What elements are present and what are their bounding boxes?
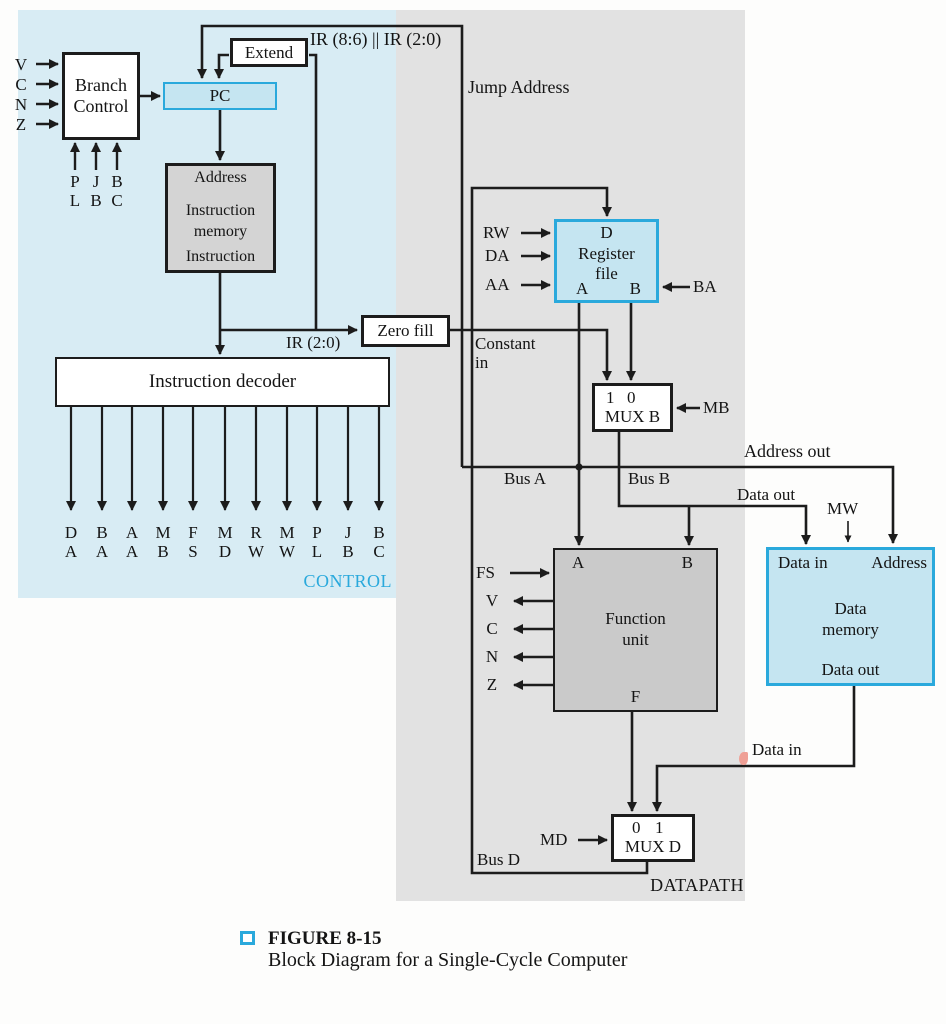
mux-b-block: 1 0 MUX B	[592, 383, 673, 432]
fu-b-port: B	[681, 553, 693, 572]
regfile-b-port: B	[629, 279, 641, 298]
regfile-d-port: D	[600, 223, 613, 242]
mb-label: MB	[703, 398, 730, 417]
data-memory-block: Data in Address Data memory Data out	[766, 547, 935, 686]
imem-name: Instruction memory	[185, 202, 256, 240]
decoder-out-aa: A A	[125, 523, 139, 561]
jb-label: J B	[90, 172, 102, 210]
c-flag-label: C	[486, 619, 498, 638]
mux-d-name: MUX D	[624, 837, 682, 856]
imem-instruction-port: Instruction	[185, 248, 256, 265]
bus-d-label: Bus D	[477, 850, 520, 869]
decoder-out-pl: P L	[311, 523, 323, 561]
imem-address-port: Address	[194, 169, 247, 186]
rw-label: RW	[483, 223, 510, 242]
decoder-out-jb: J B	[342, 523, 354, 561]
dmem-name: Data memory	[822, 599, 879, 639]
mux-d-input-1: 1	[655, 818, 664, 837]
caption-title: Block Diagram for a Single-Cycle Compute…	[268, 949, 628, 971]
z-input-label: Z	[15, 115, 27, 134]
da-label: DA	[485, 246, 510, 265]
data-in-label: Data in	[752, 740, 802, 759]
data-out-label: Data out	[737, 485, 796, 504]
aa-label: AA	[485, 275, 510, 294]
ir-concat-label: IR (8:6) || IR (2:0)	[310, 29, 442, 49]
dmem-address-port: Address	[871, 553, 927, 572]
decoder-out-bc: B C	[373, 523, 385, 561]
fu-a-port: A	[572, 553, 585, 572]
fu-name: Function unit	[605, 609, 666, 649]
datapath-region	[396, 10, 745, 901]
constant-in-label: Constant in	[475, 334, 536, 372]
mux-b-input-0: 0	[627, 388, 636, 407]
fs-label: FS	[476, 563, 495, 582]
decoder-out-fs: F S	[188, 523, 198, 561]
address-out-label: Address out	[744, 441, 831, 461]
ba-label: BA	[693, 277, 717, 296]
caption-square-icon	[240, 931, 255, 945]
pc-block: PC	[163, 82, 277, 110]
extend-block: Extend	[230, 38, 308, 67]
decoder-out-rw: R W	[247, 523, 265, 561]
bus-a-label: Bus A	[504, 469, 547, 488]
bus-b-label: Bus B	[628, 469, 671, 488]
mux-d-block: 0 1 MUX D	[611, 814, 695, 862]
regfile-a-port: A	[576, 279, 589, 298]
bc-label: B C	[111, 172, 123, 210]
mux-d-input-0: 0	[632, 818, 641, 837]
decoder-out-mw: M W	[278, 523, 296, 561]
md-label: MD	[540, 830, 568, 849]
datapath-region-label: DATAPATH	[650, 875, 744, 895]
n-input-label: N	[14, 95, 28, 114]
c-input-label: C	[15, 75, 27, 94]
v-flag-label: V	[485, 591, 499, 610]
print-artifact-smudge	[739, 752, 748, 765]
jump-address-label: Jump Address	[468, 77, 570, 97]
decoder-out-da: D A	[64, 523, 78, 561]
decoder-out-mb: M B	[155, 523, 171, 561]
mux-b-name: MUX B	[604, 407, 661, 426]
n-flag-label: N	[485, 647, 499, 666]
mw-label: MW	[827, 499, 859, 518]
instruction-memory-block: Address Instruction memory Instruction	[165, 163, 276, 273]
zero-fill-block: Zero fill	[361, 315, 450, 347]
regfile-name: Register file	[578, 244, 635, 283]
function-unit-block: A B Function unit F	[553, 548, 718, 712]
decoder-out-md: M D	[217, 523, 233, 561]
z-flag-label: Z	[486, 675, 498, 694]
ir-2-0-label: IR (2:0)	[286, 333, 341, 352]
branch-control-block: Branch Control	[62, 52, 140, 140]
decoder-out-ba: B A	[95, 523, 109, 561]
fu-f-port: F	[630, 687, 641, 706]
dmem-data-out-port: Data out	[821, 660, 880, 679]
pl-label: P L	[69, 172, 81, 210]
mux-b-input-1: 1	[606, 388, 615, 407]
v-input-label: V	[14, 55, 28, 74]
dmem-data-in-port: Data in	[778, 553, 828, 572]
instruction-decoder-block: Instruction decoder	[55, 357, 390, 407]
control-region-label: CONTROL	[303, 571, 392, 591]
caption-figure-number: FIGURE 8-15	[268, 928, 382, 949]
register-file-block: D Register file A B	[554, 219, 659, 303]
